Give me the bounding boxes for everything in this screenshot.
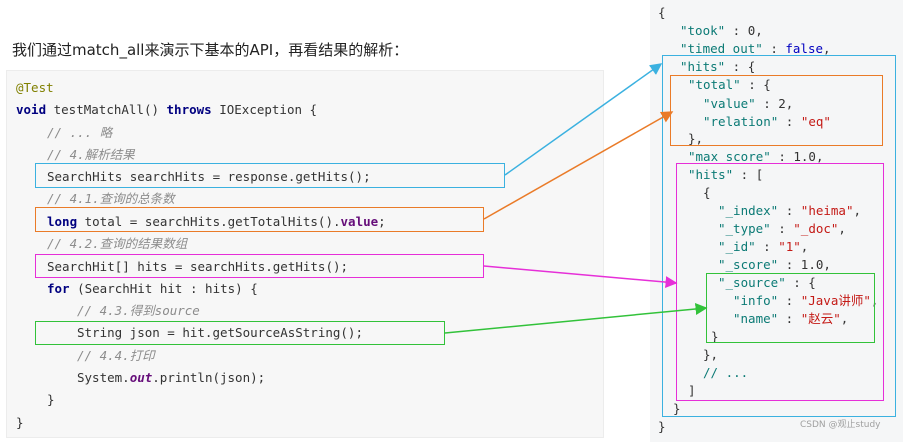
code-line-close-inner: } bbox=[47, 392, 55, 407]
json-id: "_id" : "1", bbox=[718, 239, 809, 254]
json-relation: "relation" : "eq" bbox=[703, 114, 831, 129]
arrow-hits-array-to-json-hits bbox=[483, 265, 678, 289]
code-line-search-hits: SearchHits searchHits = response.getHits… bbox=[47, 169, 371, 184]
json-hits: "hits" : { bbox=[680, 59, 756, 74]
highlight-json-hits bbox=[662, 55, 896, 417]
json-source-close: } bbox=[711, 329, 719, 344]
json-total-close: }, bbox=[688, 131, 704, 146]
code-line-hits-array: SearchHit[] hits = searchHits.getHits(); bbox=[47, 259, 349, 274]
json-hits-array-close: ] bbox=[688, 383, 696, 398]
json-hit-close: }, bbox=[703, 347, 719, 362]
code-line-close-outer: } bbox=[16, 415, 24, 430]
json-response-panel: { "took" : 0, "timed_out" : false, "hits… bbox=[650, 0, 903, 442]
intro-text: 我们通过match_all来演示下基本的API，再看结果的解析： bbox=[12, 41, 409, 59]
arrow-json-to-source bbox=[444, 303, 708, 334]
arrow-total-to-json-total bbox=[483, 111, 674, 220]
code-line-json: String json = hit.getSourceAsString(); bbox=[77, 325, 363, 340]
highlight-search-hits bbox=[35, 163, 505, 188]
highlight-hits-array bbox=[35, 254, 484, 278]
json-source: "_source" : { bbox=[718, 275, 816, 290]
json-hit-open: { bbox=[703, 185, 711, 200]
highlight-json-total bbox=[670, 75, 883, 146]
json-timed-out: "timed_out" : false, bbox=[680, 41, 831, 56]
json-total: "total" : { bbox=[688, 77, 771, 92]
json-score: "_score" : 1.0, bbox=[718, 257, 831, 272]
json-took: "took" : 0, bbox=[680, 23, 763, 38]
json-close: } bbox=[658, 419, 666, 434]
code-line-print: System.out.println(json); bbox=[77, 370, 266, 385]
json-name: "name" : "赵云", bbox=[733, 311, 849, 326]
json-hits-close: } bbox=[673, 401, 681, 416]
code-line-comment-array: // 4.2.查询的结果数组 bbox=[47, 236, 188, 251]
code-line-comment-omit: // ... 略 bbox=[47, 125, 113, 140]
json-value: "value" : 2, bbox=[703, 96, 794, 111]
code-line-comment-total: // 4.1.查询的总条数 bbox=[47, 191, 175, 206]
json-index: "_index" : "heima", bbox=[718, 203, 862, 218]
code-line-comment-source: // 4.3.得到source bbox=[77, 303, 200, 318]
highlight-json-source bbox=[35, 321, 445, 345]
json-ellipsis: // ... bbox=[703, 365, 749, 380]
json-max-score: "max_score" : 1.0, bbox=[688, 149, 824, 164]
json-hits-array: "hits" : [ bbox=[688, 167, 764, 182]
code-line-comment-parse: // 4.解析结果 bbox=[47, 147, 135, 162]
code-line-method: void testMatchAll() throws IOException { bbox=[16, 102, 318, 117]
arrow-search-hits-to-hits bbox=[504, 63, 663, 176]
code-line-comment-print: // 4.4.打印 bbox=[77, 348, 155, 363]
json-open: { bbox=[658, 5, 666, 20]
code-line-annotation: @Test bbox=[16, 80, 54, 95]
code-line-for: for (SearchHit hit : hits) { bbox=[47, 281, 258, 296]
code-line-total: long total = searchHits.getTotalHits().v… bbox=[47, 214, 386, 229]
highlight-total bbox=[35, 207, 484, 232]
json-type: "_type" : "_doc", bbox=[718, 221, 846, 236]
watermark: CSDN @观止study bbox=[800, 420, 881, 430]
